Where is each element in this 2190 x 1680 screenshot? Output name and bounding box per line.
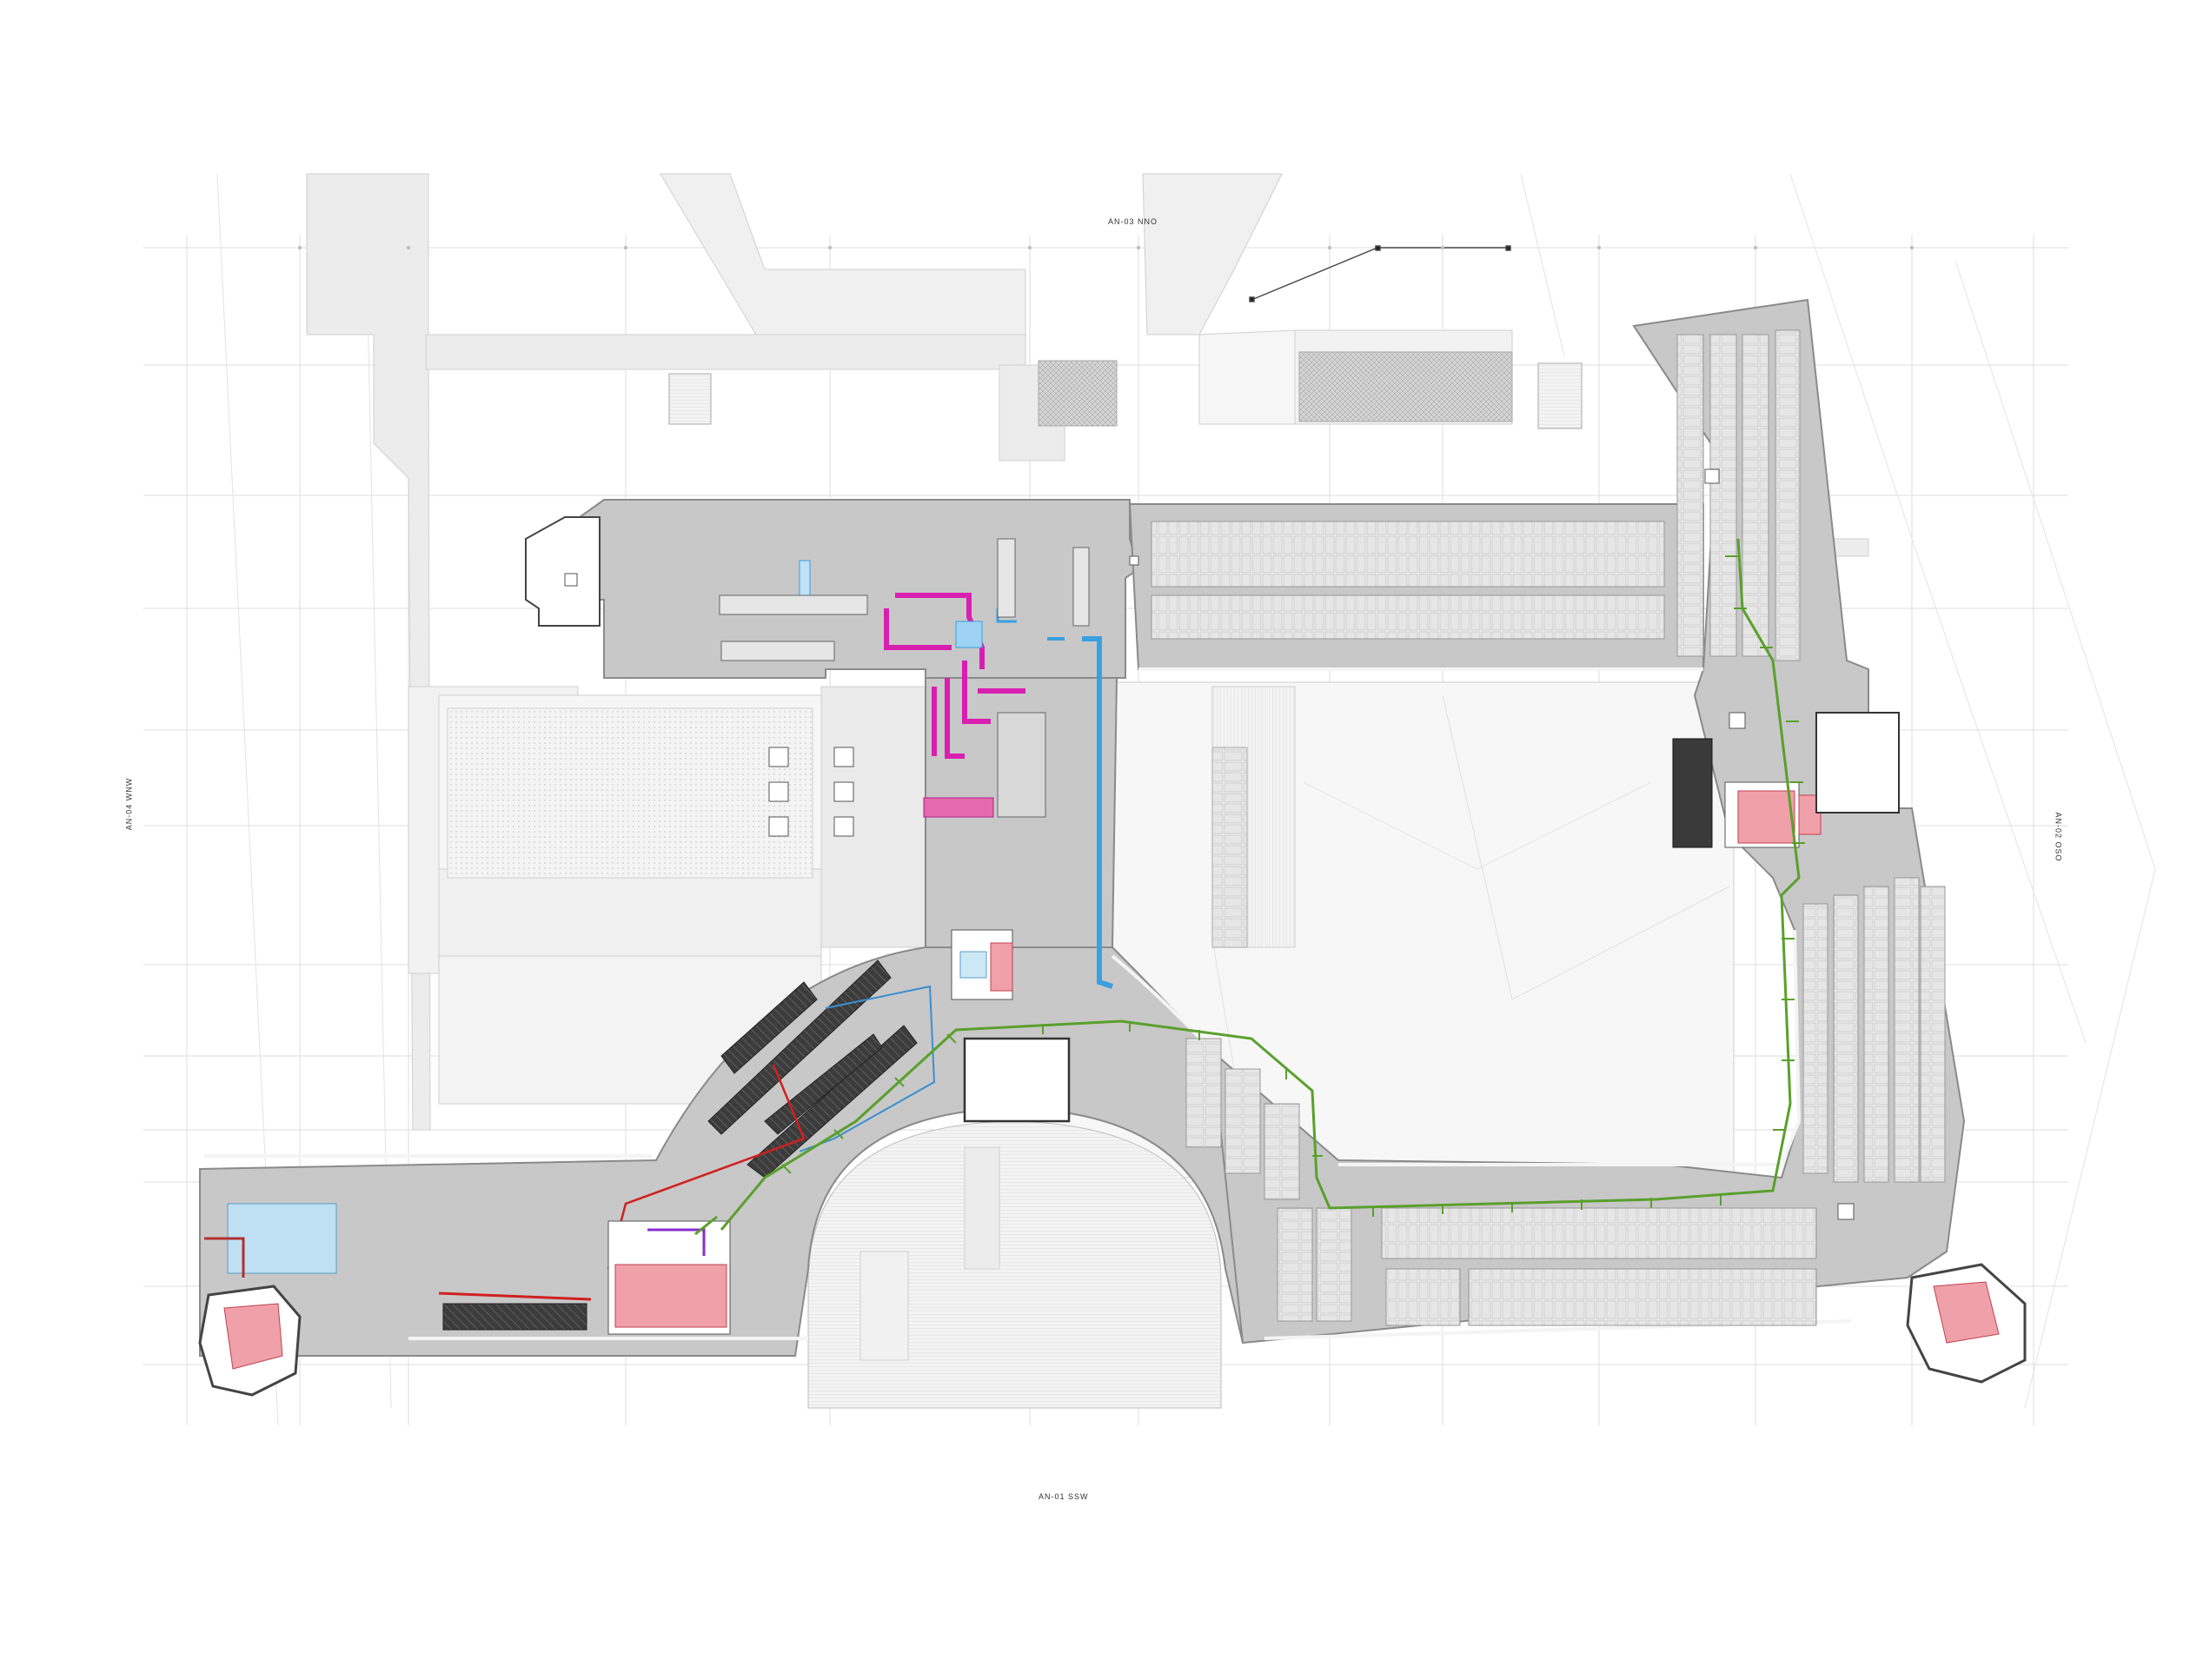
stair-nw: [525, 516, 601, 627]
parapet-lines: [204, 667, 1852, 1340]
orientation-label-west: AN-04 WNW: [124, 777, 134, 831]
equipment-boxes: [719, 538, 1090, 818]
hvac-ducts-magenta: [884, 593, 1025, 759]
tech-room-east: [1672, 738, 1822, 848]
context-stair-north: [668, 373, 712, 425]
stair-tower-sw: [198, 1285, 302, 1397]
context-hatched-block-1: [1038, 360, 1118, 427]
tech-room-central: [951, 929, 1013, 1000]
tech-room-south: [607, 1220, 731, 1335]
column-markers: [298, 246, 1914, 249]
pv-array-east-lower: [1802, 877, 1946, 1183]
context-stair-ne: [1537, 362, 1583, 429]
pv-array-south: [1185, 1038, 1817, 1326]
orientation-label-east: AN-02 OSO: [2054, 812, 2063, 862]
maintenance-walkway: [694, 538, 1801, 1236]
pv-array-east-upper: [1676, 329, 1801, 661]
access-line: [1249, 245, 1511, 302]
orientation-label-north: AN-03 NNO: [1108, 217, 1158, 226]
pv-array-north: [1151, 521, 1665, 640]
orientation-label-south: AN-01 SSW: [1039, 1492, 1089, 1501]
stair-tower-se: [1906, 1263, 2027, 1384]
context-courtyard-north: [447, 707, 813, 879]
context-hatched-block-2: [1298, 351, 1513, 422]
roof-vents: [564, 468, 1855, 1220]
tech-room-west: [204, 1203, 337, 1278]
plaza-void: [963, 1037, 1071, 1123]
pv-array-courtyard: [1211, 747, 1248, 948]
east-hatch: [1815, 712, 1900, 813]
hvac-unit-magenta: [923, 797, 994, 818]
walkway-ticks: [781, 555, 1805, 1217]
south-plaza: [807, 1120, 1222, 1409]
red-pipe-south: [438, 1292, 592, 1301]
